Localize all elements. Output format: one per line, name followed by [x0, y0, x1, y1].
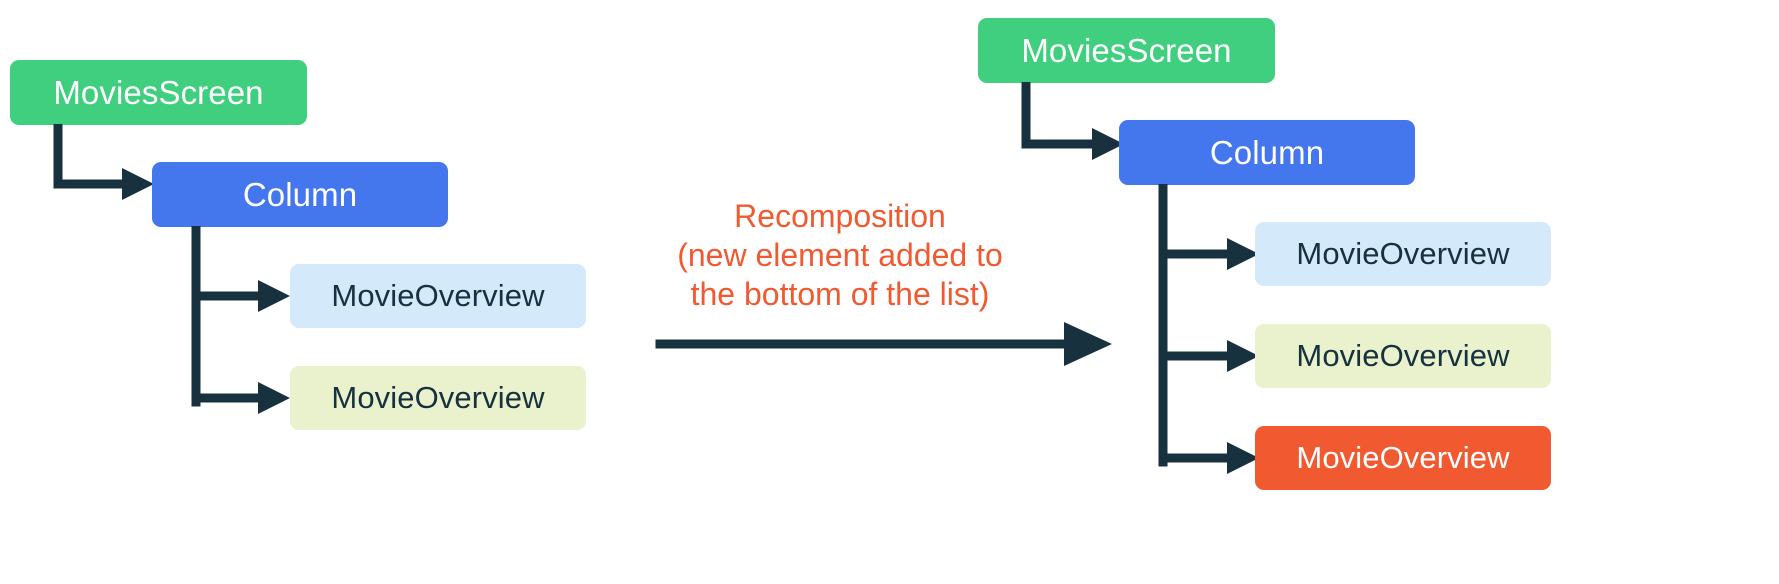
recomposition-caption: Recomposition (new element added to the …: [677, 198, 1003, 313]
left-leaf-movie-overview-1: MovieOverview: [290, 264, 586, 328]
left-connector-screen-to-column: [53, 124, 154, 200]
left-leaf-movie-overview-2-label: MovieOverview: [331, 380, 545, 415]
right-node-column-label: Column: [1209, 133, 1325, 171]
elbow-path: [1021, 82, 1105, 149]
arrowhead-icon: [258, 280, 290, 312]
left-node-column: Column: [152, 162, 448, 227]
right-connector-column-to-leaves: [1158, 184, 1259, 474]
right-node-movies-screen: MoviesScreen: [978, 18, 1275, 83]
recomposition-transition-arrow: [655, 322, 1112, 366]
left-connector-column-to-leaves: [191, 226, 290, 414]
arrowhead-icon: [258, 382, 290, 414]
left-leaf-movie-overview-1-label: MovieOverview: [331, 278, 545, 313]
right-leaf-movie-overview-3-new: MovieOverview: [1255, 426, 1551, 490]
left-node-movies-screen: MoviesScreen: [10, 60, 307, 125]
right-leaf-movie-overview-1-label: MovieOverview: [1296, 236, 1510, 271]
left-leaf-movie-overview-2: MovieOverview: [290, 366, 586, 430]
right-leaf-movie-overview-2-label: MovieOverview: [1296, 338, 1510, 373]
right-node-movies-screen-label: MoviesScreen: [1021, 31, 1232, 69]
right-leaf-movie-overview-2: MovieOverview: [1255, 324, 1551, 388]
left-node-column-label: Column: [242, 175, 358, 213]
right-node-column: Column: [1119, 120, 1415, 185]
right-leaf-movie-overview-3-label: MovieOverview: [1296, 440, 1510, 475]
left-node-movies-screen-label: MoviesScreen: [53, 73, 264, 111]
right-connector-screen-to-column: [1021, 82, 1124, 160]
elbow-path: [53, 124, 135, 189]
arrowhead-icon: [1064, 322, 1112, 366]
right-leaf-movie-overview-1: MovieOverview: [1255, 222, 1551, 286]
arrowhead-icon: [122, 168, 154, 200]
